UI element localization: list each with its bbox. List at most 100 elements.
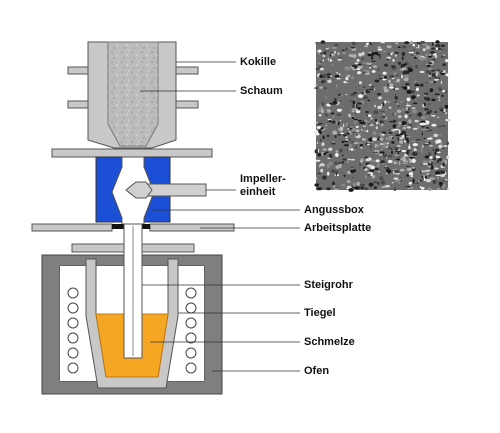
foam-cell — [423, 177, 426, 182]
foam-cell — [396, 102, 399, 105]
foam-cell — [408, 145, 411, 150]
foam-cell — [344, 67, 346, 70]
foam-cell — [438, 158, 443, 162]
foam-cell — [431, 98, 436, 102]
foam-cell — [364, 175, 368, 179]
foam-cell — [410, 54, 417, 56]
foam-cell — [399, 168, 405, 172]
foam-cell — [412, 141, 416, 143]
foam-cell — [373, 181, 378, 183]
heating-coil — [185, 317, 197, 329]
foam-cell — [378, 187, 381, 191]
foam-cell — [333, 185, 336, 188]
foam-cell — [371, 55, 374, 60]
foam-cell — [437, 125, 442, 128]
foam-cell — [416, 94, 420, 97]
foam-cell — [428, 62, 433, 65]
foam-cell — [380, 180, 386, 185]
foam-cell — [442, 90, 446, 93]
foam-cell — [400, 66, 403, 69]
foam-cell — [394, 169, 400, 174]
foam-cell — [329, 54, 332, 57]
foam-cell — [405, 135, 411, 138]
foam-cell — [418, 112, 422, 114]
foam-cell — [406, 89, 412, 94]
foam-cell — [386, 169, 392, 174]
foam-cell — [382, 121, 385, 124]
foam-cell — [412, 166, 415, 169]
foam-cell — [434, 111, 438, 113]
foam-cell — [444, 123, 447, 125]
foam-cell — [440, 170, 446, 175]
foam-cell — [357, 71, 361, 75]
foam-cell — [334, 50, 336, 54]
foam-cell — [327, 157, 331, 160]
foam-cell — [350, 93, 355, 96]
foam-cell — [330, 104, 333, 106]
foam-cell — [356, 103, 358, 108]
foam-cell — [411, 186, 414, 190]
foam-cell — [403, 86, 408, 90]
foam-cell — [401, 51, 406, 56]
foam-cell — [411, 182, 416, 185]
foam-cell — [367, 164, 372, 168]
foam-cell — [412, 43, 416, 47]
foam-cell — [329, 153, 333, 158]
foam-cell — [398, 161, 401, 166]
label-schaum: Schaum — [240, 85, 283, 97]
foam-cell — [359, 183, 366, 187]
foam-cell — [417, 43, 422, 45]
foam-cell — [386, 136, 392, 141]
foam-cell — [416, 46, 419, 48]
foam-cell — [380, 160, 385, 164]
foam-cell — [420, 40, 425, 44]
foam-cell — [334, 161, 338, 166]
foam-cell — [371, 60, 376, 62]
foam-cell — [435, 155, 441, 159]
foam-cell — [364, 119, 367, 124]
foam-cell — [346, 159, 350, 164]
foam-cell — [420, 128, 426, 131]
foam-cell — [407, 102, 409, 105]
foam-cell — [406, 149, 411, 152]
foam-cell — [357, 63, 362, 66]
foam-cell — [318, 165, 321, 168]
foam-cell — [391, 150, 393, 154]
foam-cell — [429, 80, 434, 84]
foam-cell — [335, 187, 339, 189]
foam-cell — [378, 96, 382, 100]
foam-cell — [373, 110, 379, 115]
foam-cell — [326, 109, 331, 112]
foam-cell — [327, 79, 332, 83]
foam-cell — [379, 176, 384, 181]
foam-cell — [322, 59, 324, 62]
foam-cell — [341, 184, 346, 187]
foam-cell — [351, 116, 355, 120]
foam-cell — [412, 143, 418, 147]
foam-cell — [375, 159, 380, 163]
foam-cell — [393, 177, 399, 180]
foam-cell — [317, 49, 322, 53]
foam-cell — [395, 158, 401, 161]
foam-cell — [342, 160, 344, 164]
foam-cell — [360, 129, 363, 131]
foam-cell — [423, 108, 430, 111]
foam-cell — [408, 51, 415, 54]
foam-cell — [415, 52, 420, 54]
foam-cell — [392, 112, 394, 117]
foam-cell — [397, 61, 402, 65]
foam-cell — [346, 180, 351, 183]
foam-cell — [420, 170, 427, 173]
foam-cell — [401, 56, 404, 61]
foam-cell — [409, 156, 414, 159]
foam-cell — [335, 120, 338, 125]
leader-lines — [140, 61, 300, 372]
foam-cell — [336, 78, 341, 80]
foam-cell — [316, 123, 321, 126]
foam-cell — [368, 182, 374, 187]
foam-cell — [357, 94, 364, 98]
foam-cell — [434, 54, 438, 59]
foam-cell — [345, 139, 349, 141]
foam-cell — [402, 108, 406, 111]
